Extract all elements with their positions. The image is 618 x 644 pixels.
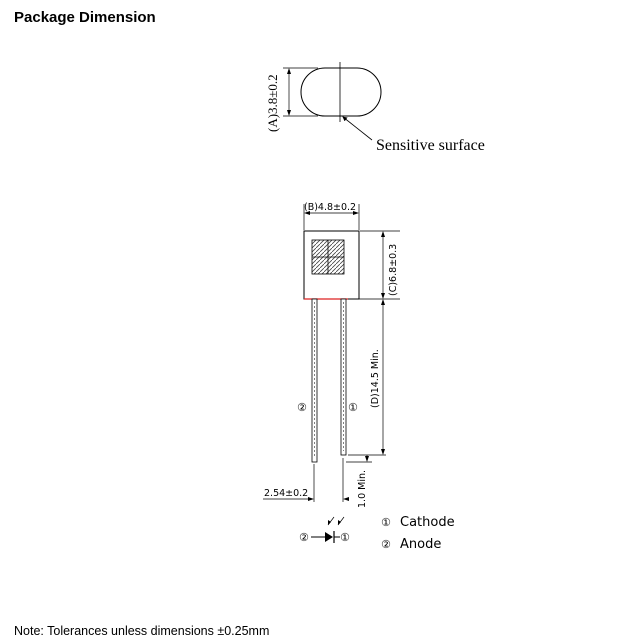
dim-d-label: (D)14.5 Min. [370,349,381,408]
lead-tip-label: 1.0 Min. [357,470,368,508]
symbol-left-marker: ② [299,531,309,544]
lead-left [311,298,318,463]
sensitive-surface-label: Sensitive surface [376,137,485,154]
lead-left-marker: ② [297,401,307,414]
front-view: (B)4.8±0.2 (C)6.8±0.3 ② ① (D)14.5 Min. [263,202,400,508]
anode-marker: ② [381,538,391,551]
anode-label: Anode [400,537,441,552]
dim-a-label: (A)3.8±0.2 [265,74,280,132]
cathode-marker: ① [381,516,391,529]
cathode-label: Cathode [400,515,455,530]
top-view: (A)3.8±0.2 Sensitive surface [265,62,485,154]
dim-b-label: (B)4.8±0.2 [304,202,356,213]
symbol-right-marker: ① [340,531,350,544]
photodiode-icon [325,532,333,542]
sensitive-surface-leader [342,116,373,141]
top-view-body-outline [300,67,382,117]
lead-right [340,298,347,456]
lead-pitch-label: 2.54±0.2 [264,488,308,499]
page-title: Package Dimension [14,9,156,26]
dim-c-label: (C)6.8±0.3 [388,244,399,296]
footer-note: Note: Tolerances unless dimensions ±0.25… [14,624,270,638]
lead-right-marker: ① [348,401,358,414]
pin-legend: ① Cathode ② Anode [381,515,455,552]
light-arrows-icon [327,516,345,526]
schematic-symbol: ② ① [299,516,350,544]
